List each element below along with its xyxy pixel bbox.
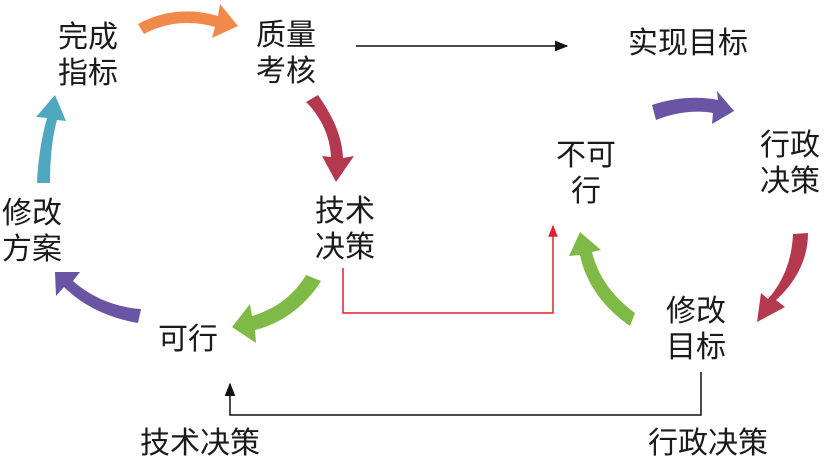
arrow-quality-to-technical (306, 95, 354, 182)
arrow-admin-to-revise-target (757, 233, 808, 322)
node-technical-decision: 技术 决策 (315, 194, 375, 265)
arrow-revise-target-to-not-feasible (569, 232, 635, 326)
node-revise-target: 修改 目标 (666, 294, 726, 365)
arrow-complete-to-quality (138, 4, 238, 38)
line-revise-target-to-feasible (224, 372, 702, 416)
node-feasible: 可行 (158, 322, 218, 357)
arrow-revise-plan-to-complete (36, 95, 66, 183)
legend-admin-decision: 行政决策 (648, 426, 768, 461)
node-achieve-goal: 实现目标 (628, 26, 748, 61)
node-revise-plan: 修改 方案 (2, 196, 62, 267)
legend-technical-decision: 技术决策 (140, 426, 260, 461)
node-complete-goal: 完成 指标 (58, 20, 118, 91)
node-quality-review: 质量 考核 (256, 18, 316, 89)
line-technical-to-not-feasible (342, 224, 558, 314)
node-admin-decision: 行政 决策 (760, 128, 820, 199)
node-not-feasible: 不可 行 (556, 138, 616, 209)
arrow-achieve-to-admin (652, 91, 734, 124)
arrow-technical-to-feasible (232, 275, 321, 343)
arrow-feasible-to-revise-plan (55, 272, 141, 323)
